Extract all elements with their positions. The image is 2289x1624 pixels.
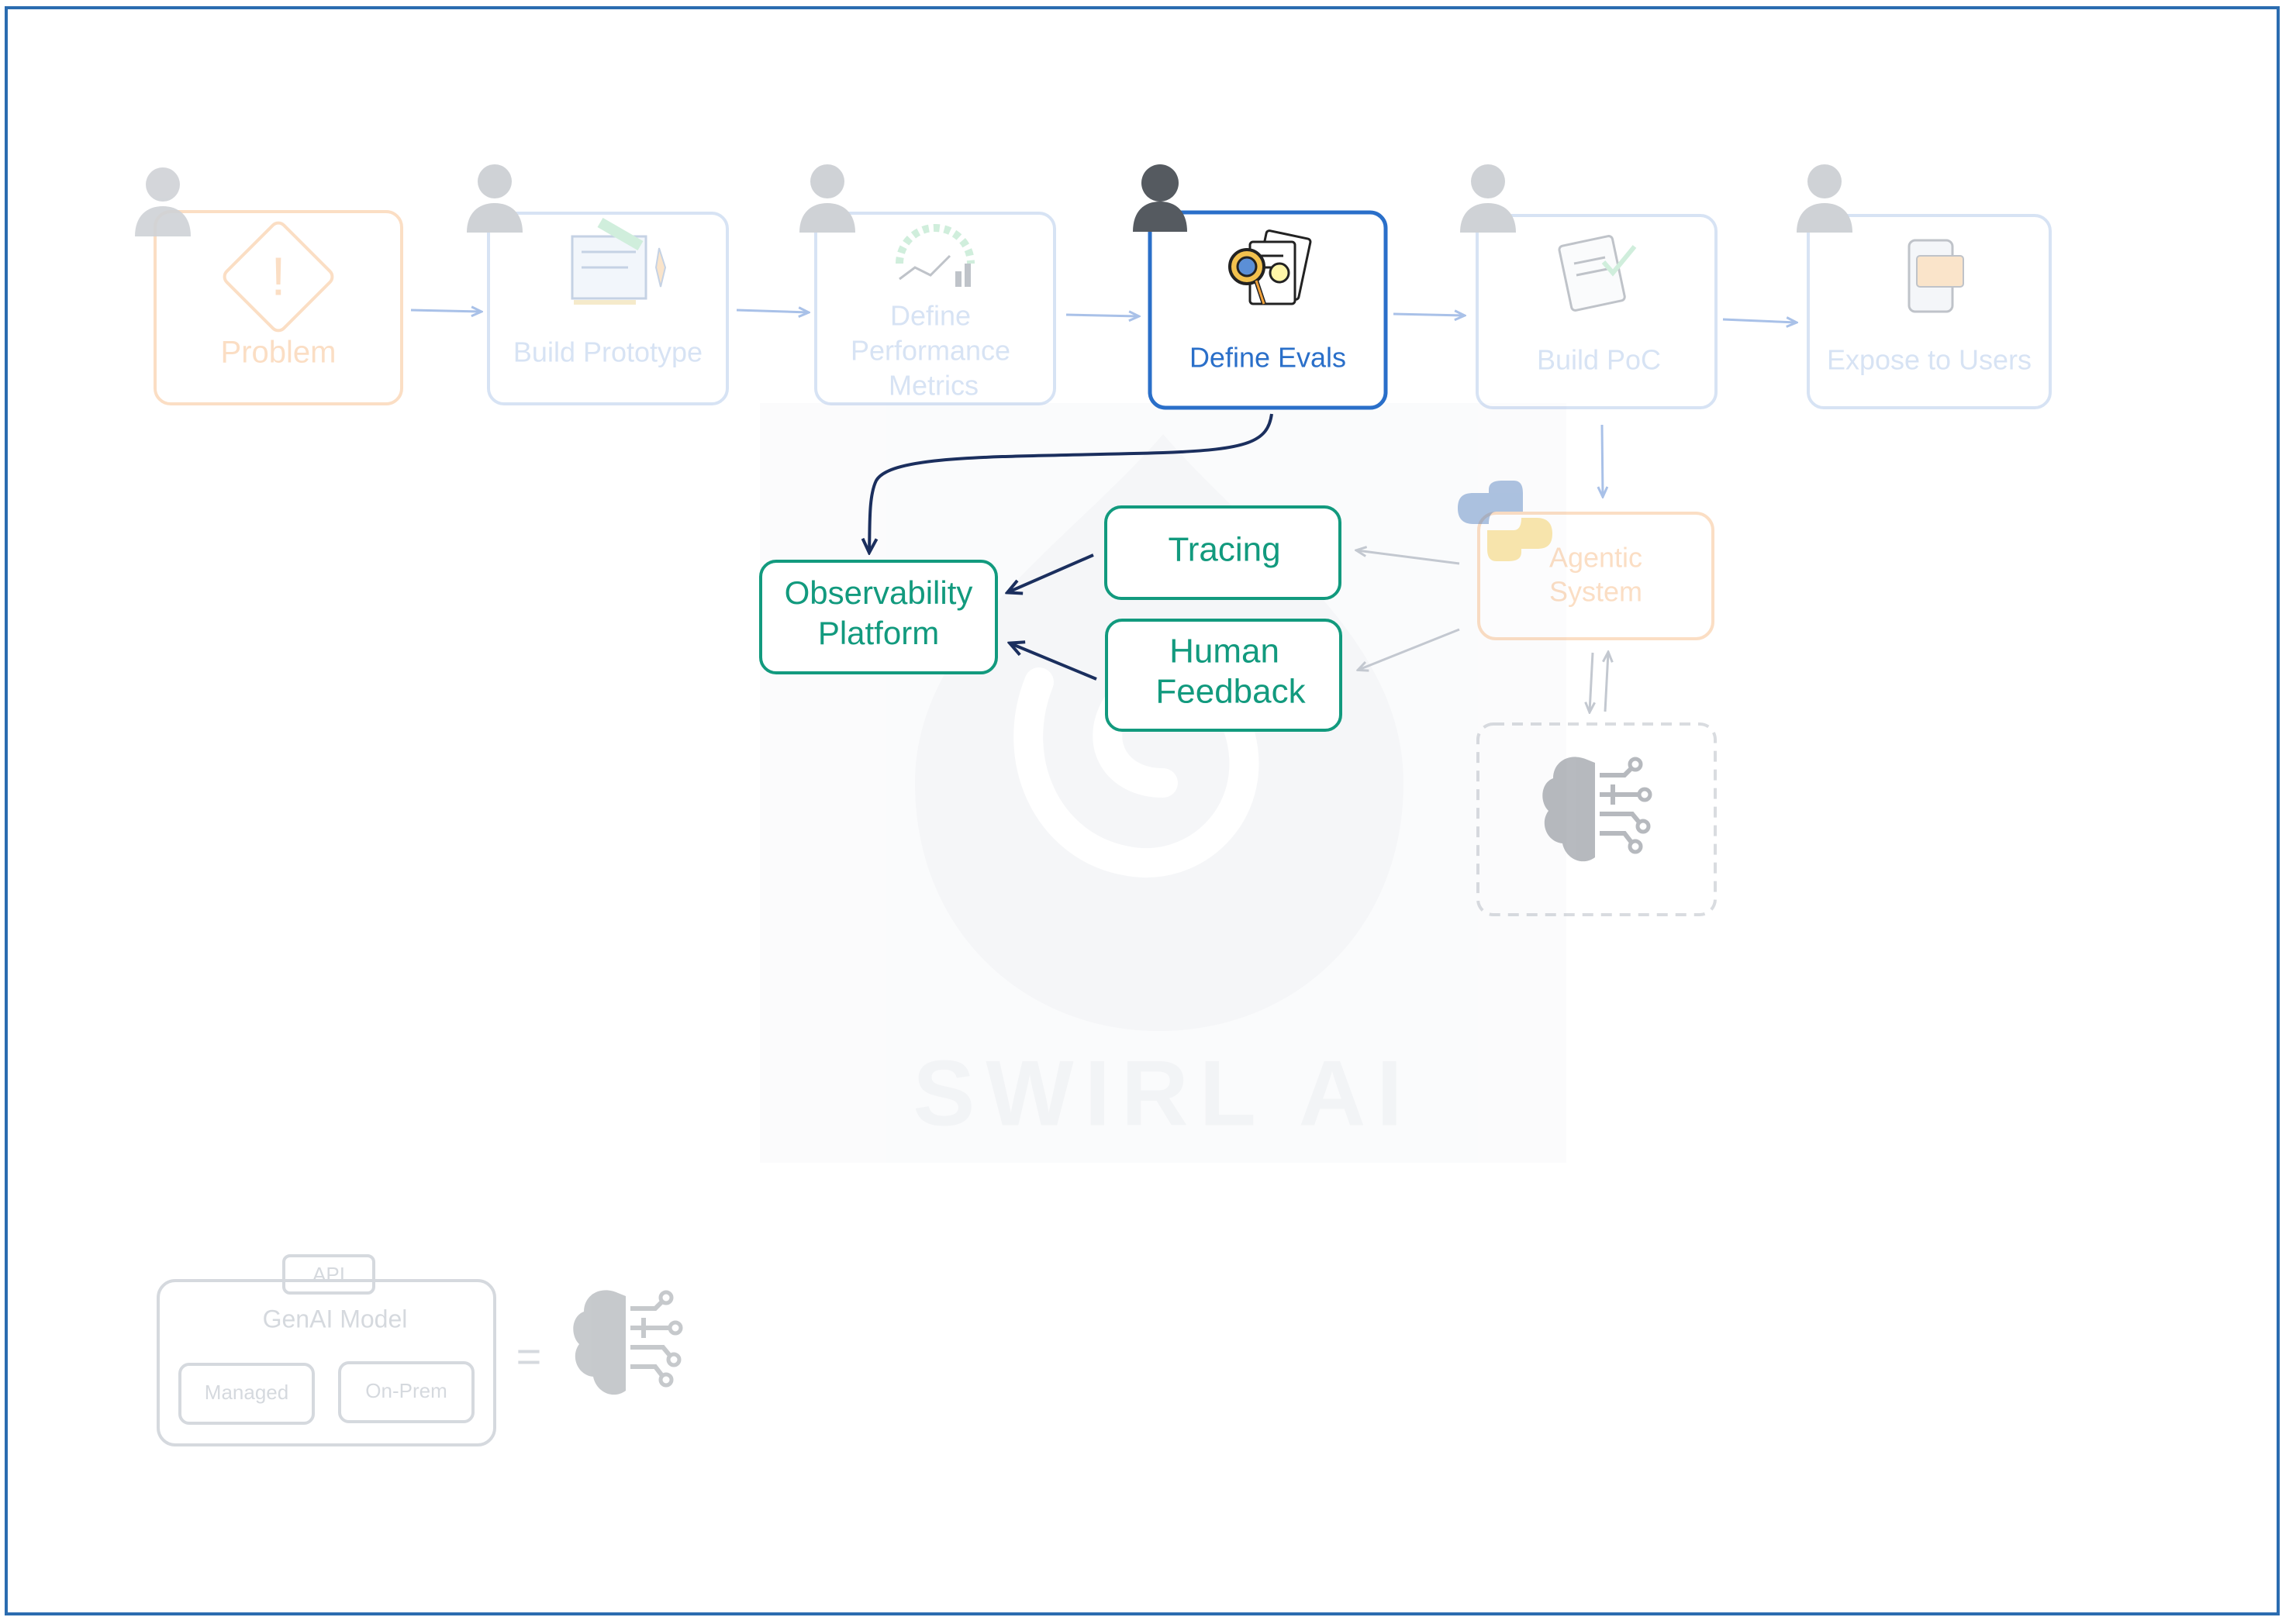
step-build-poc[interactable]: Build PoC	[1476, 214, 1718, 409]
step-label: Problem	[221, 336, 337, 370]
step-label: Build PoC	[1537, 344, 1661, 376]
legend-api-label: API	[312, 1263, 345, 1286]
step-define-evals[interactable]: Define Evals	[1148, 210, 1388, 410]
agentic-output-arrows	[1357, 550, 1608, 712]
step-label-line: Metrics	[889, 370, 979, 402]
warning-diamond-icon: !	[223, 221, 334, 333]
step-label: Expose to Users	[1827, 344, 2032, 376]
person-icon	[799, 164, 855, 233]
mobile-app-icon	[1908, 239, 1964, 313]
legend-equals: =	[516, 1332, 542, 1381]
legend-genai-model: API GenAI Model Managed On-Prem =	[157, 1254, 542, 1446]
svg-text:!: !	[271, 246, 285, 306]
human-feedback-label-line: Human	[1169, 633, 1279, 671]
brain-circuit-icon	[1542, 757, 1652, 862]
person-icon	[135, 167, 191, 236]
magnifier-document-idea-icon	[1228, 229, 1312, 305]
step-label: Define Evals	[1189, 342, 1346, 374]
step-label: Build Prototype	[513, 336, 703, 368]
human-feedback-box[interactable]: Human Feedback	[1105, 619, 1342, 732]
agentic-system[interactable]: Agentic System	[1477, 512, 1714, 640]
observability-arrows	[869, 413, 1273, 681]
person-icon	[1460, 164, 1516, 233]
legend-on-prem-label: On-Prem	[365, 1379, 447, 1402]
platform-label-line: Platform	[818, 615, 939, 651]
person-icon	[1797, 164, 1852, 233]
diagram-frame	[5, 6, 2280, 1615]
step-label-line: Performance	[851, 335, 1010, 367]
tracing-label: Tracing	[1168, 531, 1280, 569]
platform-label-line: Observability	[785, 574, 973, 611]
legend-managed-label: Managed	[205, 1381, 288, 1404]
observability-platform-box[interactable]: Observability Platform	[759, 560, 998, 674]
step-label-line: Define	[890, 300, 971, 332]
agentic-label-line: Agentic	[1549, 542, 1642, 574]
llm-box	[1476, 722, 1717, 916]
step-expose-to-users[interactable]: Expose to Users	[1807, 214, 2052, 409]
step-problem[interactable]: ! Problem	[154, 210, 403, 405]
person-icon-active	[1133, 164, 1187, 232]
step-build-prototype[interactable]: Build Prototype	[487, 212, 729, 405]
python-logo-icon	[1458, 481, 1552, 561]
legend-model-label: GenAI Model	[263, 1305, 408, 1333]
step-define-performance-metrics[interactable]: Define Performance Metrics	[814, 212, 1056, 405]
brain-circuit-icon	[573, 1290, 683, 1395]
step-flow-arrows	[410, 310, 1796, 496]
checklist-document-icon	[1558, 235, 1637, 312]
agentic-label-line: System	[1549, 576, 1642, 608]
tracing-box[interactable]: Tracing	[1104, 505, 1341, 600]
person-icon	[467, 164, 523, 233]
human-feedback-label-line: Feedback	[1155, 673, 1306, 711]
blueprint-rocket-icon	[571, 217, 667, 305]
gauge-chart-icon	[896, 224, 975, 287]
watermark-text: SWIRL AI	[913, 1042, 1413, 1146]
